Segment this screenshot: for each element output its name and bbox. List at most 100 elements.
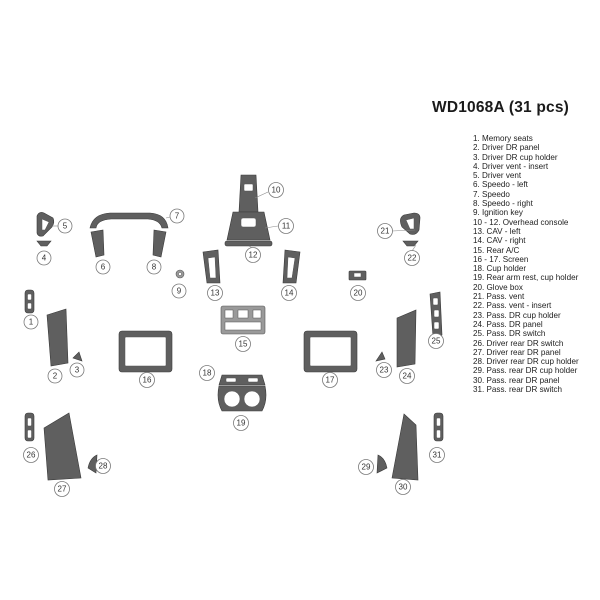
part-speedo-left [90,229,105,258]
callout-25: 25 [428,333,444,349]
part-pass-door-switch [429,291,443,338]
legend-item: 9. Ignition key [473,208,523,218]
callout-15: 15 [235,336,251,352]
svg-text:29: 29 [362,463,371,472]
svg-text:16: 16 [143,376,152,385]
callout-17: 17 [322,372,338,388]
part-pass-rear-door-cup-holder [376,454,388,474]
svg-text:28: 28 [99,462,108,471]
svg-text:5: 5 [63,222,68,231]
legend-item: 30. Pass. rear DR panel [473,375,560,385]
callout-31: 31 [429,447,445,463]
legend-item: 8. Speedo - right [473,199,533,209]
callout-10: 10 [268,182,284,198]
svg-text:17: 17 [326,376,335,385]
callout-20: 20 [350,285,366,301]
legend-item: 19. Rear arm rest, cup holder [473,273,579,283]
part-driver-rear-door-cup-holder [87,454,98,474]
svg-text:2: 2 [53,372,58,381]
part-cup-holder [218,374,266,386]
callout-27: 27 [54,481,70,497]
legend-item: 27. Driver rear DR panel [473,347,561,357]
svg-text:30: 30 [399,483,408,492]
svg-text:4: 4 [42,254,47,263]
part-pass-rear-door-panel [391,413,419,481]
svg-text:18: 18 [203,369,212,378]
legend-item: 6. Speedo - left [473,180,528,190]
svg-text:14: 14 [285,289,294,298]
callout-2: 2 [47,368,63,384]
svg-text:22: 22 [408,254,417,263]
svg-text:31: 31 [433,451,442,460]
callout-13: 13 [207,285,223,301]
callout-26: 26 [23,447,39,463]
callout-5: 5 [57,218,73,234]
part-rear-arm-rest [217,385,267,412]
callout-29: 29 [358,459,374,475]
svg-text:1: 1 [29,318,34,327]
svg-text:8: 8 [152,263,157,272]
callout-14: 14 [281,285,297,301]
callout-22: 22 [404,250,420,266]
callout-30: 30 [395,479,411,495]
svg-text:10: 10 [272,186,281,195]
svg-text:13: 13 [211,289,220,298]
svg-text:23: 23 [380,366,389,375]
svg-text:15: 15 [239,340,248,349]
legend-item: 14. CAV - right [473,236,526,246]
callout-18: 18 [199,365,215,381]
legend-item: 31. Pass. rear DR switch [473,385,563,395]
svg-text:6: 6 [101,263,106,272]
callout-23: 23 [376,362,392,378]
callout-28: 28 [95,458,111,474]
part-pass-door-panel [396,309,417,368]
part-driver-door-cup-holder [72,351,83,362]
part-driver-rear-door-panel [43,412,82,481]
legend-item: 4. Driver vent - insert [473,161,549,171]
svg-text:27: 27 [58,485,67,494]
part-driver-rear-door-switch [24,412,35,442]
svg-text:25: 25 [432,337,441,346]
callout-11: 11 [278,218,294,234]
legend-item: 13. CAV - left [473,226,521,236]
legend-item: 28. Driver rear DR cup holder [473,357,579,367]
callout-16: 16 [139,372,155,388]
legend-item: 21. Pass. vent [473,292,525,302]
callout-9: 9 [171,283,187,299]
part-speedo-right [152,229,167,258]
callout-19: 19 [233,415,249,431]
svg-text:7: 7 [175,212,180,221]
legend-item: 3. Driver DR cup holder [473,152,558,162]
svg-text:11: 11 [282,222,291,231]
callout-7: 7 [169,208,185,224]
legend-item: 22. Pass. vent - insert [473,301,552,311]
svg-text:21: 21 [381,227,390,236]
legend-item: 2. Driver DR panel [473,143,540,153]
legend-item: 7. Speedo [473,189,510,199]
legend-item: 24. Pass. DR panel [473,319,543,329]
part-overhead-console [224,174,273,247]
part-driver-door-panel [46,308,69,367]
legend-item: 10 - 12. Overhead console [473,217,569,227]
svg-text:12: 12 [249,251,258,260]
legend-item: 25. Pass. DR switch [473,329,546,339]
svg-text:24: 24 [403,372,412,381]
callout-4: 4 [36,250,52,266]
callout-21: 21 [377,223,393,239]
part-memory-seats [24,289,35,314]
svg-text:20: 20 [354,289,363,298]
legend-item: 26. Driver rear DR switch [473,338,564,348]
svg-text:26: 26 [27,451,36,460]
callout-6: 6 [95,259,111,275]
legend-item: 20. Glove box [473,282,523,292]
part-pass-vent-insert [402,240,419,247]
callout-1: 1 [23,314,39,330]
legend-item: 5. Driver vent [473,171,522,181]
callout-8: 8 [146,259,162,275]
part-pass-rear-door-switch [433,412,444,442]
svg-text:9: 9 [177,287,182,296]
svg-text:3: 3 [75,366,80,375]
callout-12: 12 [245,247,261,263]
kit-title: WD1068A (31 pcs) [432,99,570,116]
